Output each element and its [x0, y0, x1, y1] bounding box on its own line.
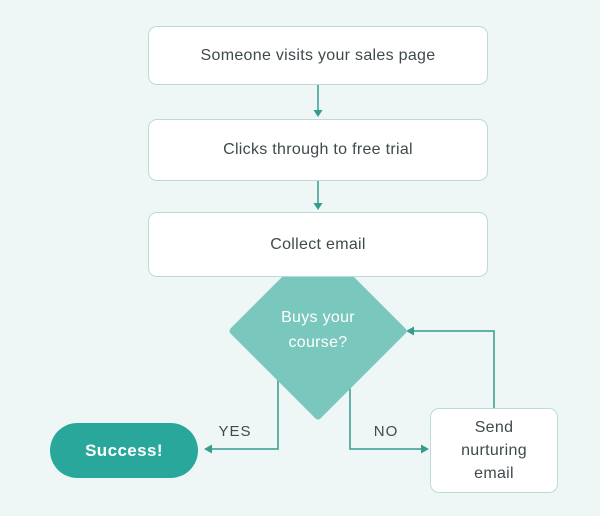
arrow-down-icon [313, 110, 323, 117]
edge-decision-nurture [349, 360, 423, 450]
node-free-trial-label: Clicks through to free trial [223, 141, 413, 159]
arrow-down-icon [313, 203, 323, 210]
node-free-trial: Clicks through to free trial [148, 119, 488, 181]
arrow-left-icon [204, 444, 212, 454]
edge-nurture-decision [412, 330, 495, 408]
node-collect-email: Collect email [148, 212, 488, 277]
edge-decision-success [206, 350, 279, 450]
decision-diamond [229, 242, 407, 420]
branch-label-no: NO [373, 423, 399, 440]
node-success: Success! [50, 423, 198, 478]
node-collect-email-label: Collect email [270, 235, 366, 253]
node-nurturing-email-label: Send nurturing email [461, 418, 527, 483]
node-nurturing-email: Send nurturing email [430, 408, 558, 493]
node-success-label: Success! [85, 440, 163, 460]
node-decision-label: Buys your course? [281, 309, 355, 351]
node-sales-page-label: Someone visits your sales page [200, 46, 436, 64]
arrow-left-icon [406, 326, 414, 336]
node-sales-page: Someone visits your sales page [148, 26, 488, 85]
branch-label-yes: YES [218, 423, 252, 440]
arrow-right-icon [421, 444, 429, 454]
